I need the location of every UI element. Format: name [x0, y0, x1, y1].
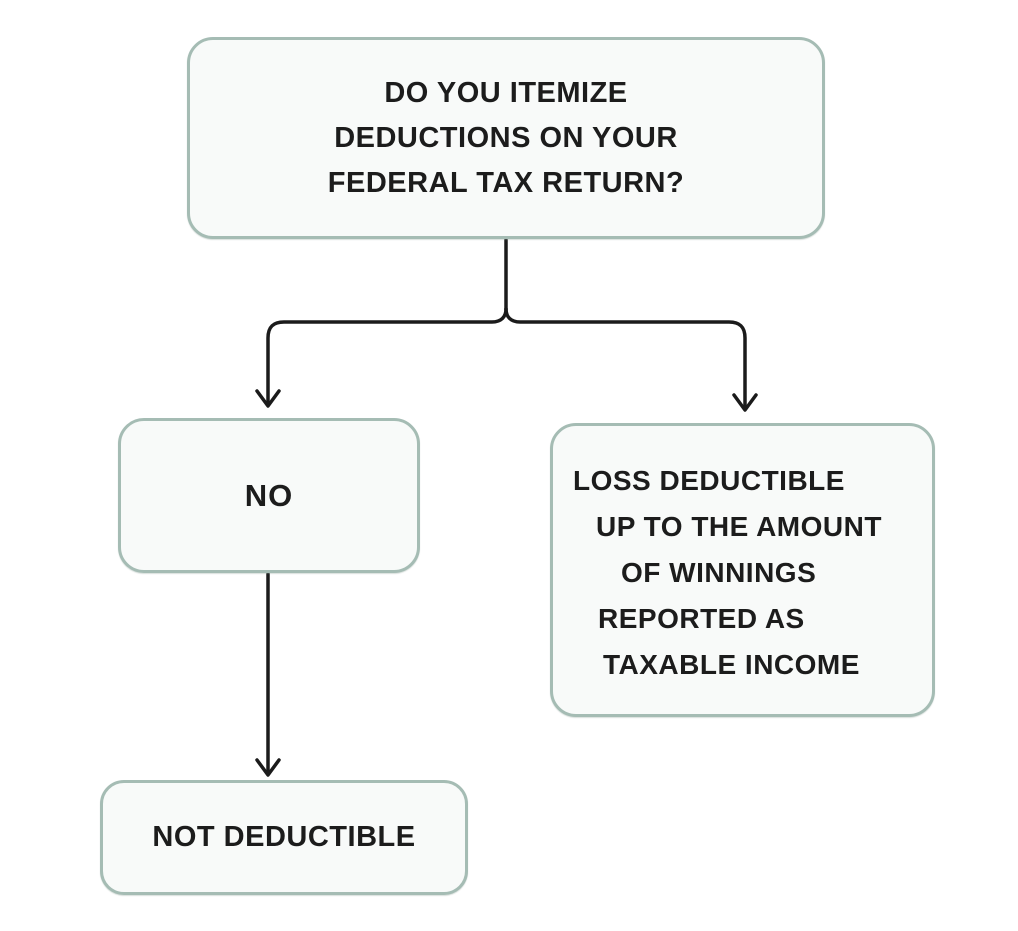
arrowhead-to-loss [732, 393, 758, 412]
no-text: NO [244, 477, 294, 513]
loss-line-3: OF WINNINGS [621, 557, 817, 588]
loss-line-5: TAXABLE INCOME [603, 649, 860, 680]
loss-line-4: REPORTED AS [598, 603, 805, 634]
node-loss-deductible: LOSS DEDUCTIBLE UP TO THE AMOUNT OF WINN… [550, 423, 935, 717]
arrowhead-to-no [255, 389, 281, 408]
question-text: DO YOU ITEMIZE DEDUCTIONS ON YOUR FEDERA… [327, 76, 685, 199]
loss-line-2: UP TO THE AMOUNT [596, 511, 882, 542]
arrowhead-to-not-deductible [255, 758, 281, 777]
loss-line-1: LOSS DEDUCTIBLE [573, 465, 845, 496]
node-question: DO YOU ITEMIZE DEDUCTIONS ON YOUR FEDERA… [187, 37, 825, 239]
not-deductible-text: NOT DEDUCTIBLE [152, 821, 416, 853]
connector-question-to-no [266, 307, 508, 406]
node-not-deductible: NOT DEDUCTIBLE [100, 780, 468, 895]
connector-question-to-loss [504, 307, 747, 410]
node-no: NO [118, 418, 420, 573]
